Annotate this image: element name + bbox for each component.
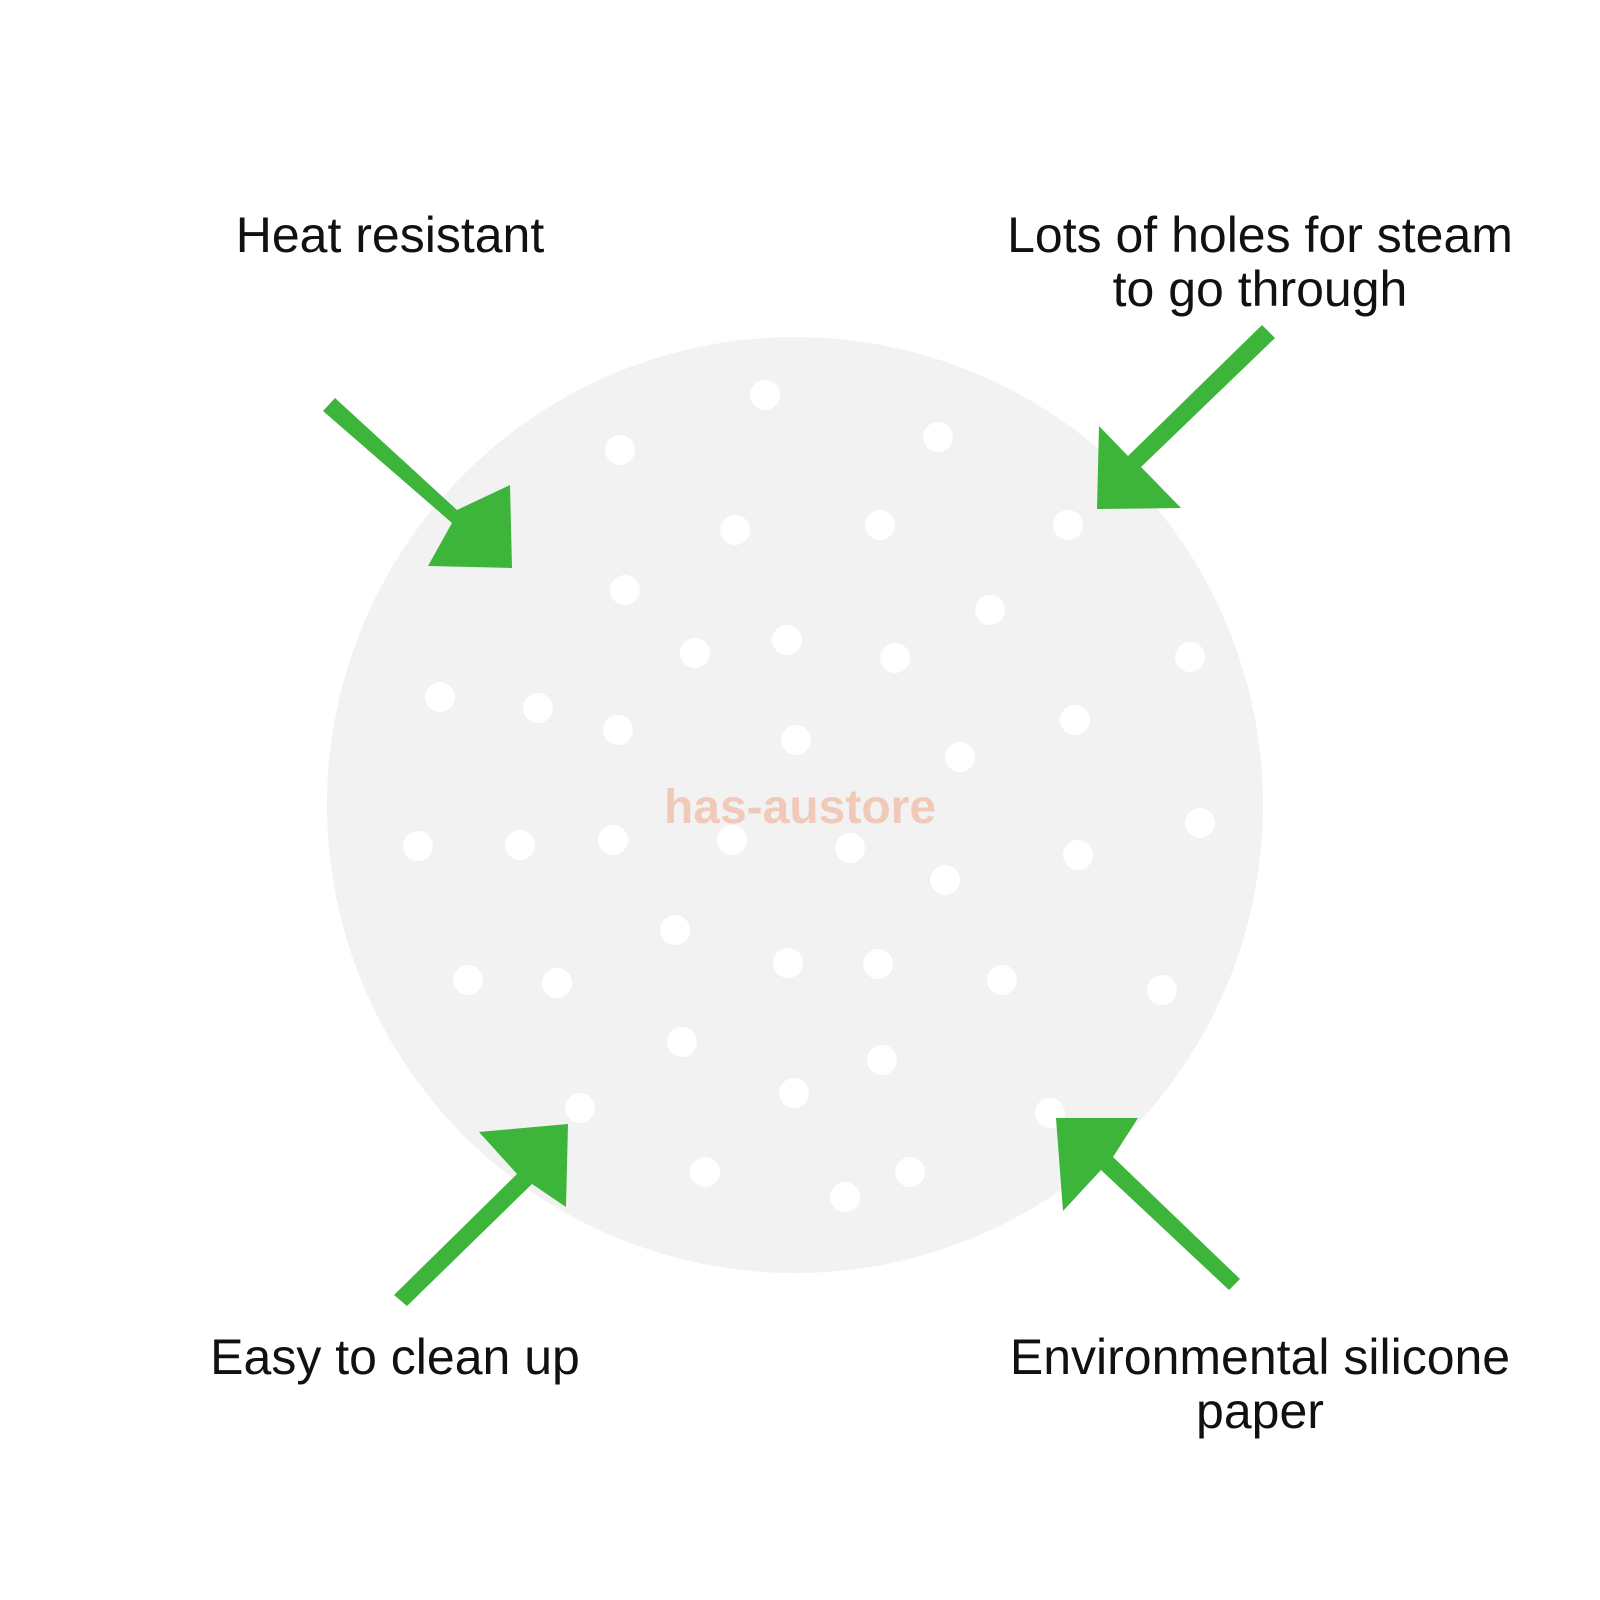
steam-hole — [923, 422, 953, 452]
arrow-top-left — [323, 398, 512, 568]
steam-hole — [542, 968, 572, 998]
steam-hole — [781, 725, 811, 755]
watermark-text: has-austore — [663, 781, 937, 834]
arrow-bottom-left — [394, 1124, 568, 1306]
steam-hole — [880, 643, 910, 673]
steam-hole — [667, 1027, 697, 1057]
steam-hole — [1063, 840, 1093, 870]
steam-hole — [867, 1045, 897, 1075]
steam-hole — [610, 575, 640, 605]
steam-hole — [717, 825, 747, 855]
steam-hole — [1060, 705, 1090, 735]
steam-hole — [720, 515, 750, 545]
arrows — [323, 325, 1275, 1306]
steam-hole — [598, 825, 628, 855]
callout-silicone-paper: Environmental silicone paper — [1009, 1329, 1511, 1439]
steam-hole — [403, 831, 433, 861]
steam-hole — [505, 830, 535, 860]
steam-hole — [830, 1182, 860, 1212]
steam-hole — [660, 915, 690, 945]
steam-hole — [975, 595, 1005, 625]
steam-hole — [425, 682, 455, 712]
steam-hole — [895, 1157, 925, 1187]
steam-hole — [1185, 808, 1215, 838]
callout-steam-holes: Lots of holes for steam to go through — [1007, 207, 1513, 317]
steam-hole — [453, 965, 483, 995]
callout-heat-resistant: Heat resistant — [235, 207, 545, 263]
steam-hole — [605, 435, 635, 465]
steam-hole — [835, 833, 865, 863]
steam-hole — [565, 1093, 595, 1123]
steam-hole — [690, 1157, 720, 1187]
steam-hole — [865, 510, 895, 540]
steam-hole — [863, 949, 893, 979]
steam-hole — [987, 965, 1017, 995]
steam-hole — [680, 638, 710, 668]
callout-easy-clean: Easy to clean up — [210, 1329, 580, 1385]
arrow-bottom-right — [1056, 1118, 1240, 1290]
parchment-paper-disc — [327, 337, 1263, 1273]
steam-hole — [603, 715, 633, 745]
steam-hole — [945, 742, 975, 772]
steam-holes — [403, 380, 1215, 1212]
steam-hole — [1175, 642, 1205, 672]
steam-hole — [773, 948, 803, 978]
steam-hole — [523, 693, 553, 723]
steam-hole — [779, 1078, 809, 1108]
steam-hole — [772, 625, 802, 655]
arrow-top-right — [1097, 325, 1275, 509]
steam-hole — [1053, 510, 1083, 540]
steam-hole — [1147, 975, 1177, 1005]
steam-hole — [930, 865, 960, 895]
steam-hole — [750, 380, 780, 410]
